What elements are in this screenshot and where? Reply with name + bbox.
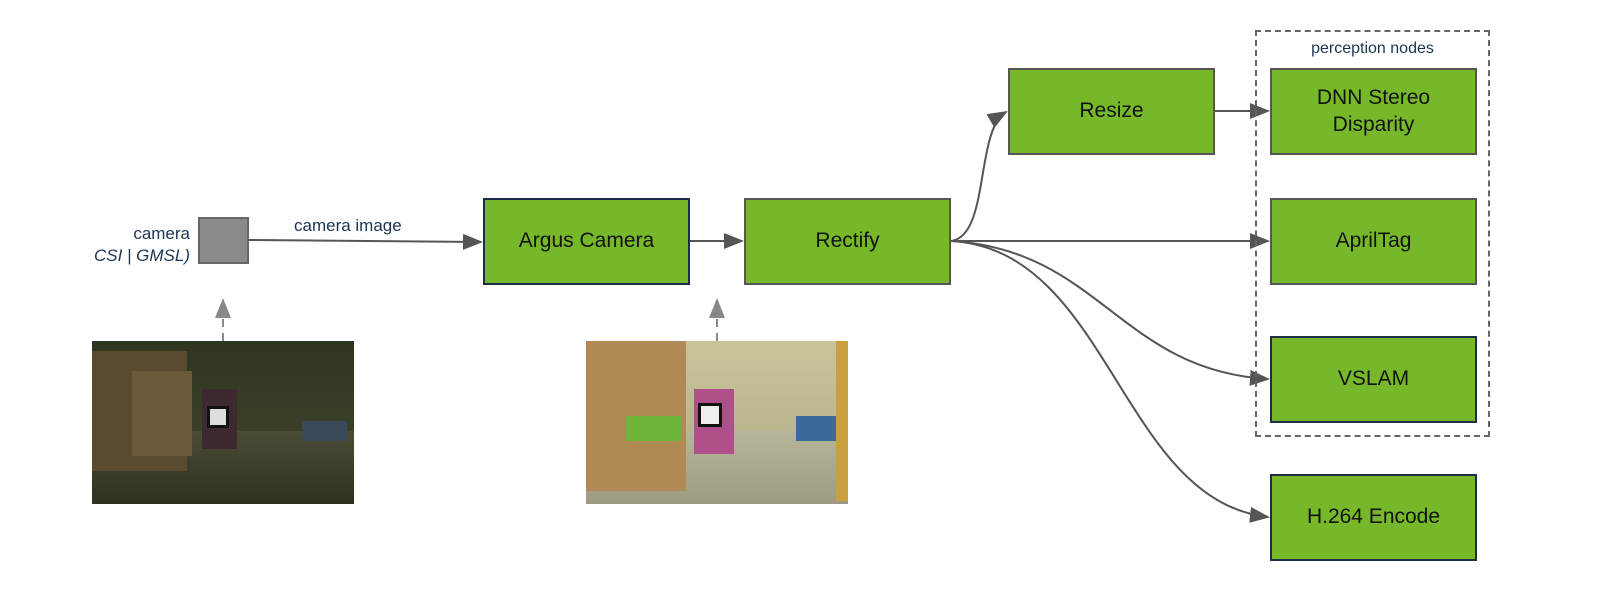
- node-h264-encode[interactable]: H.264 Encode: [1270, 474, 1477, 561]
- edge-camera-argus: [248, 233, 483, 250]
- camera-sublabel: CSI | GMSL): [93, 246, 190, 265]
- edge-rectify-vslam: [950, 240, 1270, 386]
- dnn-line2: Disparity: [1332, 112, 1415, 136]
- group-label: perception nodes: [1311, 40, 1434, 57]
- edge-rectify-resize: [950, 110, 1008, 242]
- node-dnn-stereo-disparity[interactable]: DNN Stereo Disparity: [1270, 68, 1477, 155]
- raw-camera-image: [92, 341, 354, 504]
- edge-rectify-h264: [950, 240, 1270, 523]
- camera-label: camera: [133, 224, 190, 243]
- node-resize[interactable]: Resize: [1008, 68, 1215, 155]
- node-apriltag[interactable]: AprilTag: [1270, 198, 1477, 285]
- dnn-line1: DNN Stereo: [1316, 86, 1431, 110]
- camera-icon: [198, 217, 249, 264]
- node-argus-camera[interactable]: Argus Camera: [483, 198, 690, 285]
- rectified-camera-image: [586, 341, 848, 504]
- edge-label-camera-image: camera image: [294, 216, 402, 235]
- node-rectify[interactable]: Rectify: [744, 198, 951, 285]
- perception-nodes-group: [1255, 30, 1490, 437]
- node-vslam[interactable]: VSLAM: [1270, 336, 1477, 423]
